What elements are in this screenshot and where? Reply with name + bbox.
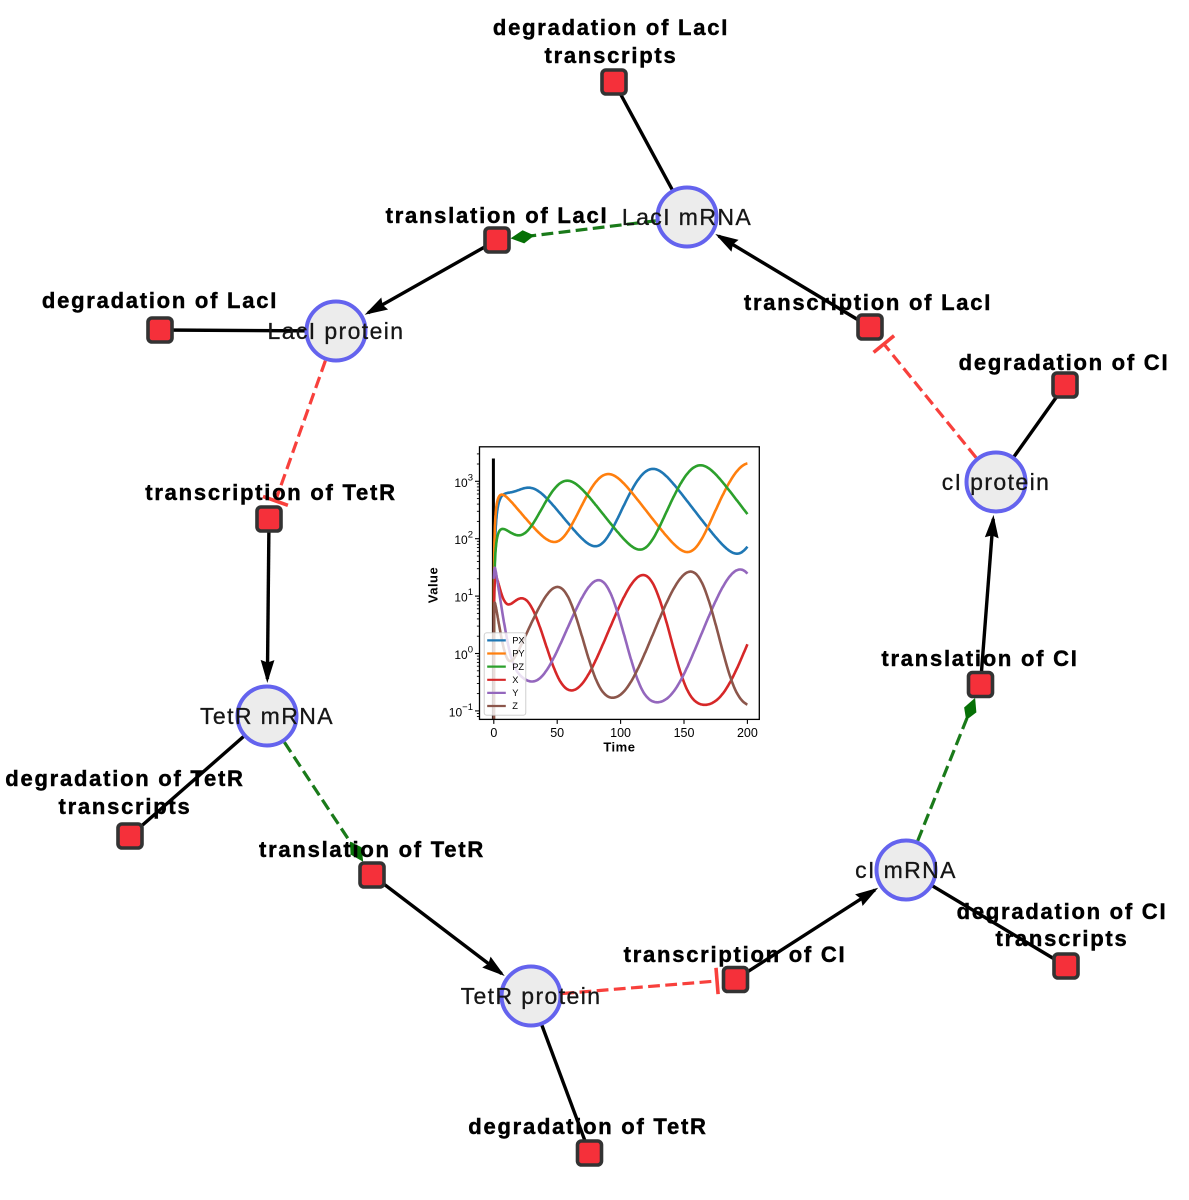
svg-text:150: 150: [674, 726, 695, 740]
svg-text:Y: Y: [512, 688, 518, 698]
svg-text:degradation of LacI: degradation of LacI: [493, 15, 729, 40]
svg-text:transcripts: transcripts: [545, 43, 678, 68]
svg-text:0: 0: [490, 726, 497, 740]
svg-text:PX: PX: [512, 636, 524, 646]
svg-text:TetR mRNA: TetR mRNA: [200, 703, 334, 729]
svg-text:degradation of CI: degradation of CI: [957, 899, 1168, 924]
svg-text:transcription of CI: transcription of CI: [624, 942, 847, 967]
svg-text:transcripts: transcripts: [59, 794, 192, 819]
svg-text:degradation of LacI: degradation of LacI: [42, 288, 278, 313]
svg-text:transcription of TetR: transcription of TetR: [145, 480, 396, 505]
svg-text:cI mRNA: cI mRNA: [855, 857, 957, 883]
svg-text:degradation of CI: degradation of CI: [959, 350, 1170, 375]
svg-text:TetR protein: TetR protein: [461, 983, 602, 1009]
svg-text:100: 100: [610, 726, 631, 740]
svg-text:translation of LacI: translation of LacI: [386, 203, 609, 228]
svg-text:degradation of TetR: degradation of TetR: [5, 766, 244, 791]
svg-text:X: X: [512, 675, 518, 685]
svg-text:translation of TetR: translation of TetR: [259, 837, 485, 862]
svg-text:LacI mRNA: LacI mRNA: [622, 204, 752, 230]
svg-text:PZ: PZ: [512, 662, 524, 672]
svg-text:transcripts: transcripts: [996, 926, 1129, 951]
svg-text:50: 50: [550, 726, 564, 740]
svg-text:200: 200: [737, 726, 758, 740]
svg-text:degradation of TetR: degradation of TetR: [468, 1114, 707, 1139]
svg-text:transcription of LacI: transcription of LacI: [744, 290, 992, 315]
svg-text:cI protein: cI protein: [942, 469, 1051, 495]
svg-text:translation of CI: translation of CI: [881, 646, 1078, 671]
svg-text:Value: Value: [426, 567, 441, 603]
svg-text:PY: PY: [512, 649, 524, 659]
svg-text:LacI protein: LacI protein: [268, 318, 405, 344]
svg-text:Z: Z: [512, 701, 518, 711]
svg-text:Time: Time: [603, 740, 635, 755]
